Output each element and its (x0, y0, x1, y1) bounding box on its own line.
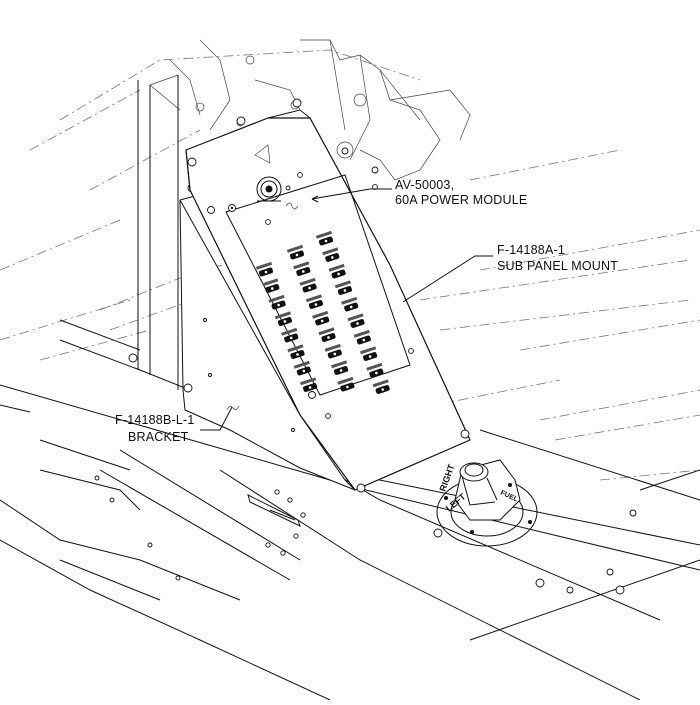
breaker (293, 360, 311, 376)
bracket-leader (200, 406, 233, 431)
breaker (305, 294, 323, 309)
breaker (281, 327, 299, 343)
breaker (300, 377, 318, 392)
power-module-callout-line2: 60A POWER MODULE (395, 193, 528, 207)
left-column (137, 74, 179, 390)
breaker (341, 296, 359, 312)
breaker (274, 311, 292, 326)
breaker (334, 280, 352, 295)
sub-panel-mount (185, 98, 471, 493)
breaker (324, 343, 342, 359)
breaker (372, 379, 390, 394)
breaker (293, 261, 311, 276)
breaker (331, 360, 349, 375)
bracket-callout-line1: F-14188B-L-1 (115, 413, 195, 427)
breaker (315, 230, 334, 246)
power-module-callout-line1: AV-50003, (395, 178, 455, 192)
fuel-selector: LEFT RIGHT FUEL (436, 459, 538, 547)
upper-frame-structure (149, 39, 471, 181)
sub-panel-leader (402, 255, 493, 303)
sub-panel-callout-line2: SUB PANEL MOUNT (497, 259, 619, 273)
fuel-word-right: RIGHT (437, 462, 456, 492)
fuse-grid (255, 230, 390, 394)
leader-lines (200, 188, 493, 431)
power-module (256, 176, 282, 202)
sub-panel-callout-line1: F-14188A-1 (497, 243, 566, 257)
power-module-leader (311, 188, 392, 200)
breaker (268, 294, 286, 310)
breaker (347, 313, 365, 328)
breaker (312, 310, 330, 326)
breaker (353, 329, 371, 345)
breaker (299, 277, 317, 293)
breaker (322, 247, 340, 262)
breaker (318, 327, 336, 342)
breaker (366, 362, 384, 378)
breaker (328, 263, 346, 279)
breaker (262, 278, 280, 293)
breaker (337, 376, 355, 392)
panel-screws (207, 172, 414, 419)
breaker (255, 261, 274, 277)
breaker (287, 344, 305, 359)
breaker (286, 244, 305, 260)
breaker (360, 346, 378, 361)
bracket-callout-line2: BRACKET (128, 430, 189, 444)
